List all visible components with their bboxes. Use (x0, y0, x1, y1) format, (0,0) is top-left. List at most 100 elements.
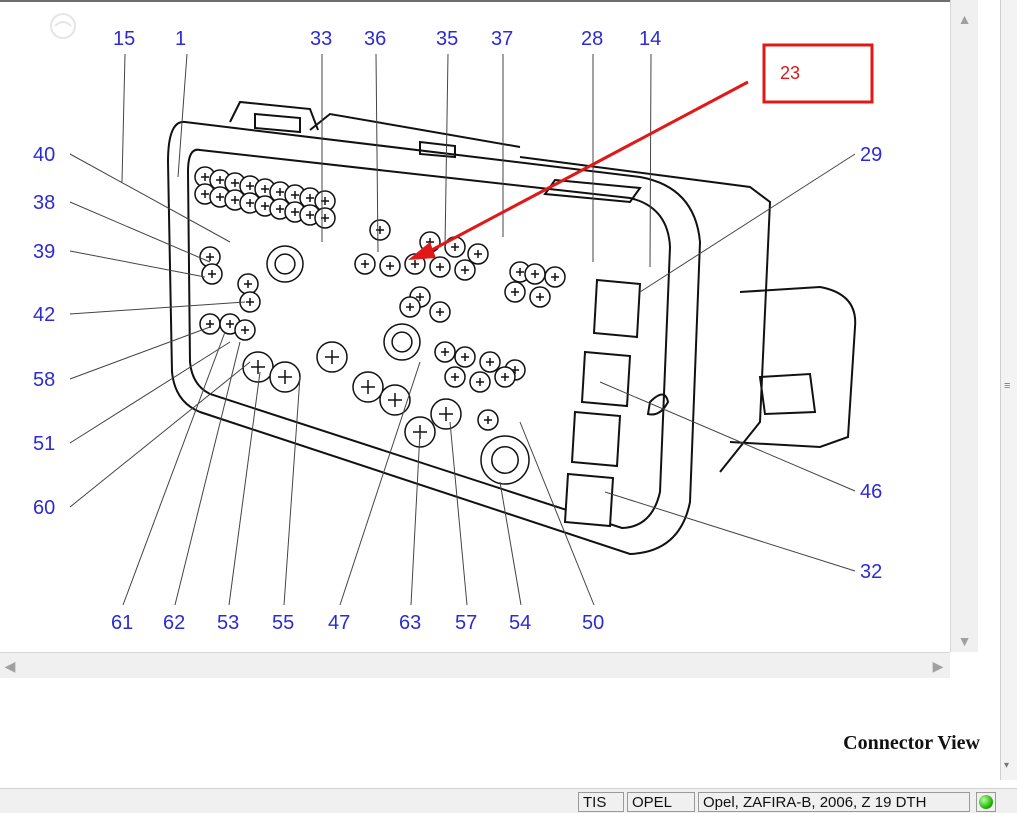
callout-42: 42 (33, 304, 55, 326)
pin-cross (251, 360, 265, 374)
callout-leader-lines (69, 53, 856, 606)
pin-cross (436, 263, 444, 271)
view-caption: Connector View (843, 732, 980, 754)
pin-cross (516, 268, 524, 276)
scroll-down-arrow-icon[interactable]: ▼ (957, 633, 972, 649)
callout-46: 46 (860, 481, 882, 503)
pin-cross (216, 193, 224, 201)
pin-cross (386, 262, 394, 270)
terminal-pins (194, 166, 566, 485)
leader-line (174, 341, 241, 606)
leader-line (375, 53, 379, 253)
pin-cross (231, 196, 239, 204)
leader-line (604, 491, 856, 572)
leader-line (177, 53, 188, 178)
leader-line (121, 53, 126, 183)
leader-line (410, 431, 421, 606)
leader-line (69, 341, 231, 444)
pin-cross (411, 260, 419, 268)
leader-line (599, 381, 856, 492)
diagram-horizontal-scrollbar[interactable]: ◀ ▶ (0, 652, 950, 678)
callout-61: 61 (111, 612, 133, 634)
pin-cross (261, 202, 269, 210)
callout-60: 60 (33, 497, 55, 519)
callout-29: 29 (860, 144, 882, 166)
pin-cross (306, 211, 314, 219)
leader-line (228, 371, 261, 606)
callout-63: 63 (399, 612, 421, 634)
leader-line (649, 53, 652, 268)
pin-cross (241, 326, 249, 334)
pin-cross (441, 348, 449, 356)
pin-cross (201, 173, 209, 181)
annotation-arrowhead (408, 242, 436, 260)
pin-cross (276, 205, 284, 213)
scroll-right-arrow-icon[interactable]: ▶ (932, 658, 944, 674)
callout-15: 15 (113, 28, 135, 50)
pin-cross (501, 373, 509, 381)
status-bar: TIS OPEL Opel, ZAFIRA-B, 2006, Z 19 DTH (0, 788, 1017, 813)
connector-body (166, 100, 857, 556)
pin-cross (416, 293, 424, 301)
callout-53: 53 (217, 612, 239, 634)
pin-23-annotation: 23 (408, 43, 874, 260)
pin-cross (291, 208, 299, 216)
callout-40: 40 (33, 144, 55, 166)
pin-cross (388, 393, 402, 407)
pin-cross (439, 407, 453, 421)
round-port-inner (491, 446, 519, 474)
callout-38: 38 (33, 192, 55, 214)
watermark-logo (50, 13, 76, 39)
leader-line (69, 326, 211, 380)
callout-14: 14 (639, 28, 661, 50)
callout-33: 33 (310, 28, 332, 50)
pin-cross (436, 308, 444, 316)
scroll-down-small-icon[interactable]: ▾ (1004, 760, 1010, 771)
status-brand: OPEL (627, 792, 695, 812)
pin-cross (246, 298, 254, 306)
pin-cross (216, 176, 224, 184)
scroll-left-arrow-icon[interactable]: ◀ (4, 658, 16, 674)
leader-line (69, 201, 211, 263)
status-vehicle: Opel, ZAFIRA-B, 2006, Z 19 DTH (698, 792, 970, 812)
pin-cross (226, 320, 234, 328)
round-port-inner (274, 253, 296, 275)
pin-cross (484, 416, 492, 424)
status-app: TIS (578, 792, 624, 812)
pin-cross (511, 288, 519, 296)
pin-cross (476, 378, 484, 386)
green-status-icon (976, 792, 996, 812)
leader-line (499, 481, 522, 606)
callout-32: 32 (860, 561, 882, 583)
pin-cross (246, 182, 254, 190)
pin-cross (201, 190, 209, 198)
pin-cross (536, 293, 544, 301)
callout-37: 37 (491, 28, 513, 50)
scroll-up-arrow-icon[interactable]: ▲ (957, 11, 972, 27)
pin-cross (451, 243, 459, 251)
pin-cross (531, 270, 539, 278)
pin-cross (306, 194, 314, 202)
leader-line (69, 250, 206, 278)
diagram-vertical-scrollbar[interactable]: ▲ ▼ (950, 0, 978, 652)
pin-cross (461, 266, 469, 274)
callout-51: 51 (33, 433, 55, 455)
callout-35: 35 (436, 28, 458, 50)
callout-57: 57 (455, 612, 477, 634)
callout-58: 58 (33, 369, 55, 391)
pin-cross (551, 273, 559, 281)
pin-cross (461, 353, 469, 361)
pin-cross (361, 260, 369, 268)
leader-line (69, 361, 251, 508)
leader-line (639, 153, 856, 293)
pin-cross (406, 303, 414, 311)
pin-cross (261, 185, 269, 193)
pin-cross (206, 253, 214, 261)
pin-cross (486, 358, 494, 366)
callout-47: 47 (328, 612, 350, 634)
page-vertical-scrollbar[interactable]: ≡ ▾ (1000, 0, 1017, 780)
pin-cross (246, 199, 254, 207)
